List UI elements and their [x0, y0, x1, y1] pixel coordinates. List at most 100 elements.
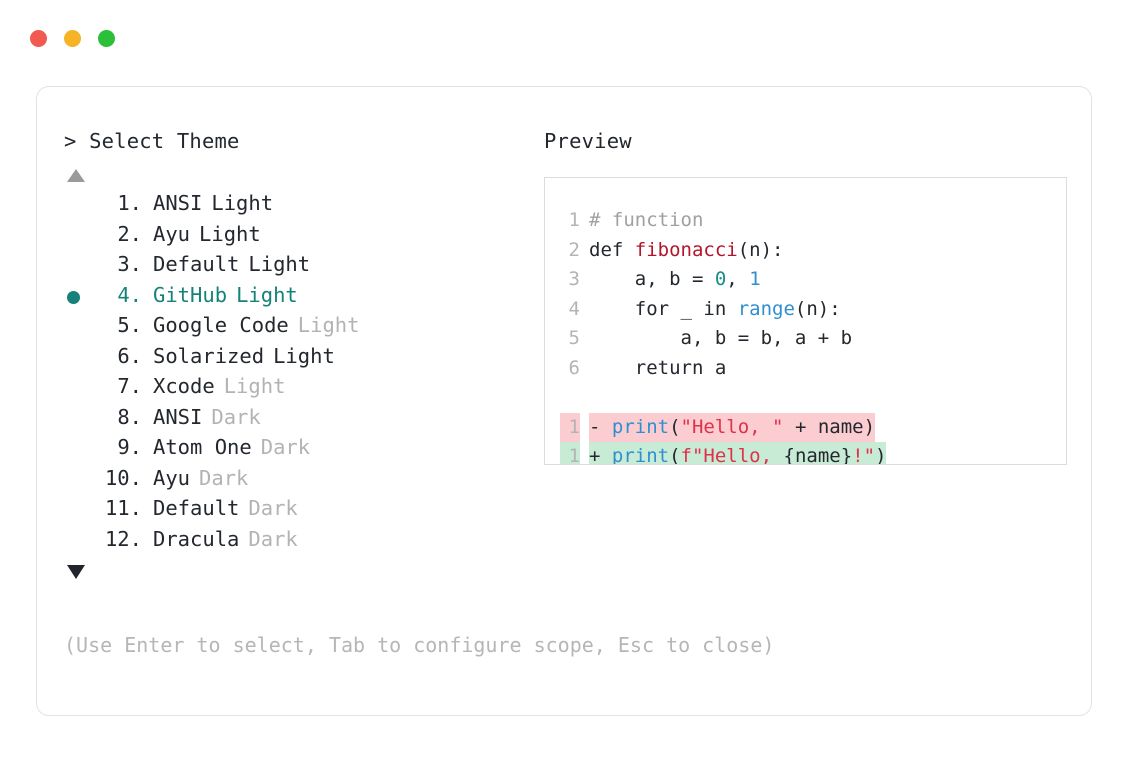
keyboard-hint: (Use Enter to select, Tab to configure s… — [64, 633, 775, 657]
theme-item-name: Solarized — [153, 343, 265, 368]
code-line: 4 for _ in range(n): — [545, 295, 1066, 325]
theme-item-variant: Light — [273, 343, 335, 368]
code-line: 1# function — [545, 206, 1066, 236]
code-line: 2 def fibonacci(n): — [545, 236, 1066, 266]
code-token: !" — [852, 445, 876, 465]
theme-list-item[interactable]: 11. Default Dark — [64, 496, 534, 527]
theme-item-name: Default — [153, 252, 240, 276]
code-line-content: def fibonacci(n): — [589, 236, 783, 266]
theme-item-index: 5. — [117, 313, 142, 337]
code-line-content: for _ in range(n): — [589, 295, 841, 325]
code-line-content: # function — [589, 206, 703, 236]
diff-line-content: - print("Hello, " + name) — [589, 412, 876, 442]
code-token: ) — [875, 445, 887, 465]
theme-list-item[interactable]: 1. ANSI Light — [64, 191, 534, 222]
theme-item-index: 9. — [117, 435, 142, 459]
selected-bullet-icon — [67, 291, 80, 305]
diff-marker: + — [589, 445, 612, 465]
code-line-number: 6 — [568, 356, 580, 379]
diff-line-content: + print(f"Hello, {name}!") — [589, 442, 887, 465]
theme-item-variant: Light — [199, 221, 261, 246]
triangle-down-icon[interactable] — [67, 565, 85, 579]
theme-item-name: Atom One — [153, 435, 252, 459]
theme-item-index: 12. — [104, 526, 142, 551]
code-token: print — [611, 415, 670, 438]
theme-item-variant: Light — [236, 282, 298, 307]
code-token: def — [589, 238, 635, 261]
code-token: (n): — [737, 238, 784, 261]
theme-item-index: 2. — [117, 221, 142, 246]
theme-item-variant: Dark — [248, 526, 298, 551]
theme-item-variant: Dark — [211, 404, 261, 429]
code-token: 0 — [714, 268, 727, 290]
window-traffic-lights — [30, 30, 115, 47]
code-token: , — [726, 268, 750, 290]
selection-indicator-cell — [64, 252, 96, 283]
code-line: 5 a, b = b, a + b — [545, 324, 1066, 354]
selection-indicator-cell — [64, 496, 96, 527]
theme-list-item[interactable]: 7. Xcode Light — [64, 374, 534, 405]
theme-item-name: Default — [153, 496, 240, 520]
theme-item-name: ANSI — [153, 404, 203, 429]
selection-indicator-cell — [64, 283, 96, 314]
theme-item-variant: Light — [211, 191, 274, 215]
selection-indicator-cell — [64, 344, 96, 375]
code-line-number: 1 — [560, 442, 580, 464]
code-token: ( — [669, 415, 681, 438]
theme-item-name: ANSI — [153, 191, 203, 215]
code-token: return a — [589, 356, 727, 379]
theme-item-variant: Dark — [248, 496, 298, 520]
code-token: for _ in — [589, 297, 738, 320]
theme-list-item[interactable]: 4. GitHub Light — [64, 283, 534, 314]
selection-indicator-cell — [64, 222, 96, 253]
code-line-number: 2 — [568, 238, 580, 261]
theme-item-variant: Light — [223, 374, 286, 398]
diff-marker: - — [589, 415, 612, 438]
close-window-button[interactable] — [30, 30, 47, 47]
theme-list-item[interactable]: 2. Ayu Light — [64, 222, 534, 253]
code-line: 6 return a — [545, 354, 1066, 384]
theme-item-index: 8. — [117, 404, 142, 429]
code-token: a, b = — [589, 268, 715, 290]
theme-item-name: Ayu — [153, 465, 191, 490]
code-token: + name) — [783, 415, 876, 438]
theme-item-variant: Dark — [199, 465, 249, 490]
theme-item-index: 4. — [117, 282, 142, 307]
code-token: print — [611, 445, 670, 465]
theme-item-name: Ayu — [153, 221, 191, 246]
theme-item-index: 3. — [117, 252, 142, 276]
preview-title: Preview — [544, 129, 632, 153]
code-token: # function — [589, 209, 704, 231]
theme-item-variant: Light — [297, 313, 360, 337]
minimize-window-button[interactable] — [64, 30, 81, 47]
maximize-window-button[interactable] — [98, 30, 115, 47]
triangle-up-icon[interactable] — [67, 169, 85, 182]
theme-item-name: Dracula — [153, 526, 240, 551]
diff-added-line: 1 + print(f"Hello, {name}!") — [545, 442, 1066, 465]
theme-item-index: 11. — [104, 496, 142, 520]
selection-indicator-cell — [64, 435, 96, 466]
code-line: 3 a, b = 0, 1 — [545, 265, 1066, 295]
theme-list-item[interactable]: 3. Default Light — [64, 252, 534, 283]
theme-item-variant: Light — [248, 252, 311, 276]
theme-list-item[interactable]: 12. Dracula Dark — [64, 527, 534, 558]
theme-item-index: 1. — [117, 191, 142, 215]
diff-removed-line: 1- print("Hello, " + name) — [545, 412, 1066, 442]
theme-list-item[interactable]: 8. ANSI Dark — [64, 405, 534, 436]
theme-item-name: GitHub — [153, 282, 228, 307]
code-token: (n): — [794, 297, 841, 320]
code-line-content: a, b = b, a + b — [589, 324, 853, 354]
theme-item-name: Xcode — [153, 374, 215, 398]
selection-indicator-cell — [64, 374, 96, 405]
code-token: range — [737, 297, 795, 320]
theme-item-index: 7. — [117, 374, 142, 398]
